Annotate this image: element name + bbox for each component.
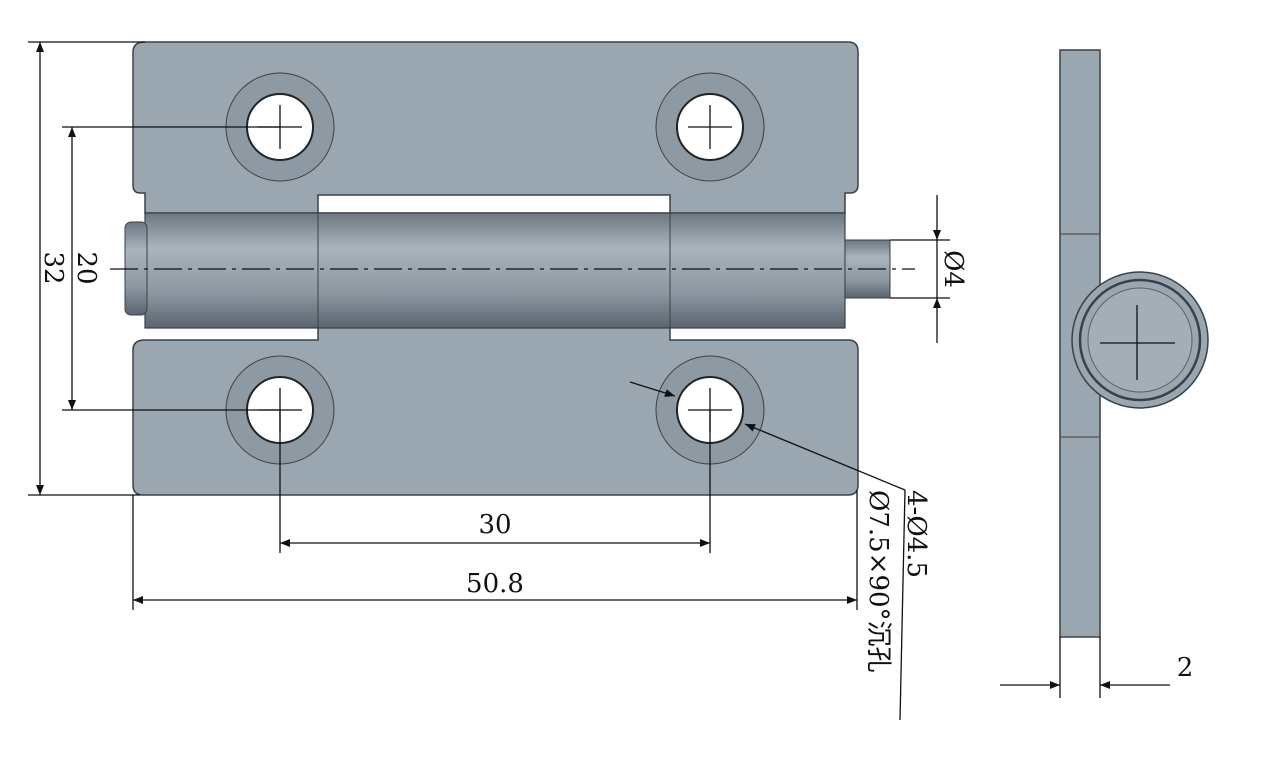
- front-view: [110, 41, 915, 496]
- dimension-32: 32: [28, 41, 145, 496]
- side-view: 2: [1000, 49, 1209, 698]
- dimension-20: 20: [62, 126, 280, 411]
- hole-callout: 4-Ø4.5 Ø7.5×90°沉孔: [629, 381, 931, 721]
- dimension-pin-diameter: Ø4: [890, 195, 968, 343]
- dim-thickness-label: 2: [1177, 653, 1194, 683]
- hole-spec-line1: 4-Ø4.5: [901, 490, 931, 578]
- barrel: [144, 212, 846, 329]
- dim-32-label: 32: [38, 251, 68, 284]
- hole-spec-line2: Ø7.5×90°沉孔: [863, 490, 893, 673]
- dim-20-label: 20: [71, 251, 101, 284]
- mounting-hole: [655, 72, 765, 182]
- dim-50-8-label: 50.8: [466, 569, 524, 599]
- dim-30-label: 30: [478, 510, 511, 540]
- dimension-50-8: 50.8: [132, 490, 858, 610]
- dimension-30: 30: [279, 410, 711, 553]
- dim-pin-label: Ø4: [938, 250, 968, 288]
